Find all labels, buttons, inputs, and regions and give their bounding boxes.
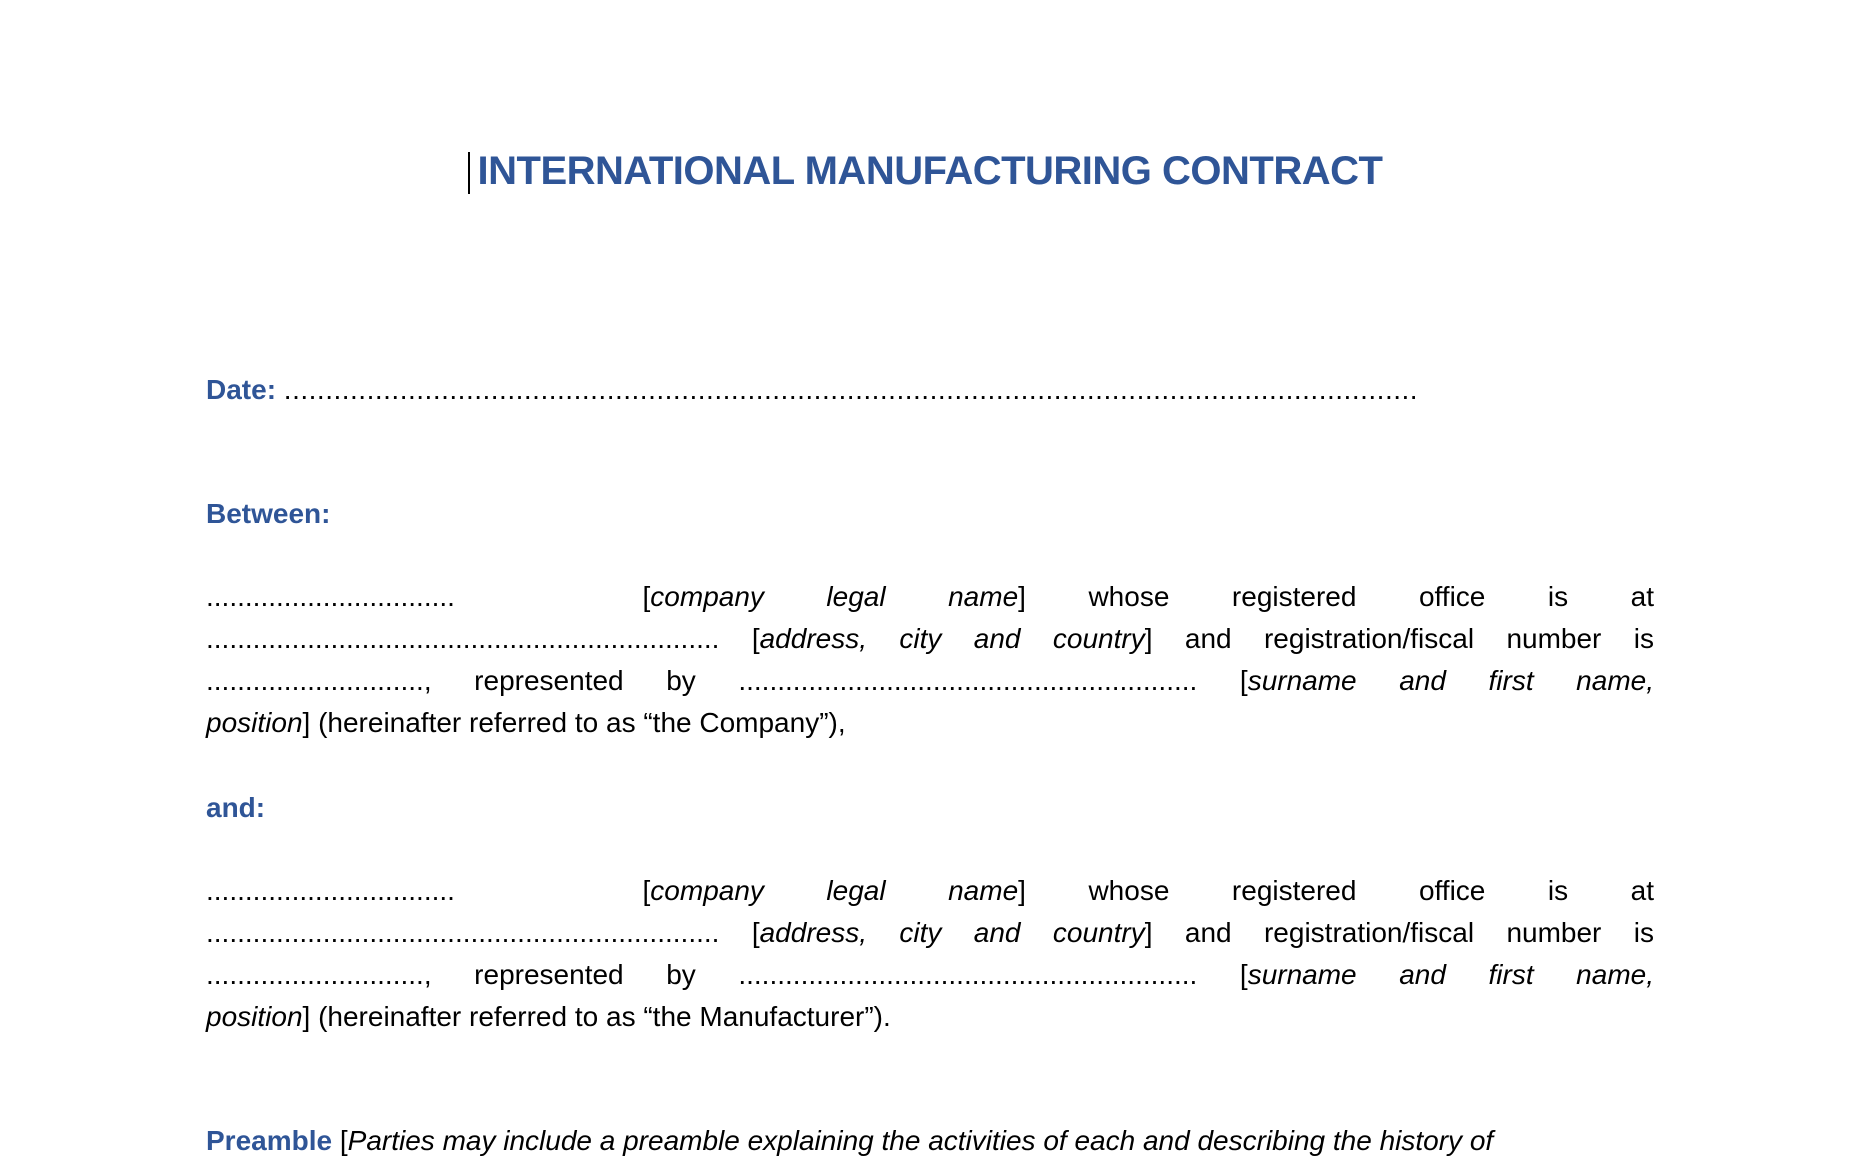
registered-office-text: ] whose registered office is at xyxy=(1018,875,1654,906)
fiscal-number-dots[interactable]: ............................, xyxy=(206,959,432,990)
date-field[interactable]: Date: ..................................… xyxy=(206,372,1526,408)
company-name-dots[interactable]: ................................ xyxy=(206,581,455,612)
company-legal-name-placeholder: company legal name xyxy=(650,875,1019,906)
date-label: Date: xyxy=(206,374,277,405)
surname-placeholder: surname and first name, xyxy=(1247,665,1654,696)
address-dots[interactable]: ........................................… xyxy=(206,917,720,948)
bracket-open: [ xyxy=(719,623,760,654)
represented-by-text: represented by .........................… xyxy=(431,665,1248,696)
registration-text: ] and registration/fiscal number is xyxy=(1144,623,1654,654)
party-manufacturer-line-3: ............................, represente… xyxy=(206,954,1654,996)
fiscal-number-dots[interactable]: ............................, xyxy=(206,665,432,696)
address-placeholder: address, city and country xyxy=(759,917,1145,948)
party-company-paragraph[interactable]: ................................ [compan… xyxy=(206,576,1654,744)
address-dots[interactable]: ........................................… xyxy=(206,623,720,654)
position-placeholder: position xyxy=(206,707,303,738)
text-cursor xyxy=(467,152,470,194)
party-company-line-3: ............................, represente… xyxy=(206,660,1654,702)
address-placeholder: address, city and country xyxy=(759,623,1145,654)
title-container: INTERNATIONAL MANUFACTURING CONTRACT xyxy=(0,146,1854,196)
document-title[interactable]: INTERNATIONAL MANUFACTURING CONTRACT xyxy=(467,146,1383,196)
party-manufacturer-line-2: ........................................… xyxy=(206,912,1654,954)
hereinafter-manufacturer-text: ] (hereinafter referred to as “the Manuf… xyxy=(302,1001,891,1032)
bracket-open: [ xyxy=(719,917,760,948)
date-placeholder-dots[interactable]: ........................................… xyxy=(283,374,1419,405)
surname-placeholder: surname and first name, xyxy=(1247,959,1654,990)
party-manufacturer-line-1: ................................ [compan… xyxy=(206,870,1654,912)
position-placeholder: position xyxy=(206,1001,303,1032)
party-company-line-1: ................................ [compan… xyxy=(206,576,1654,618)
party-company-line-2: ........................................… xyxy=(206,618,1654,660)
document-title-text: INTERNATIONAL MANUFACTURING CONTRACT xyxy=(477,149,1383,193)
bracket-open: [ xyxy=(332,1125,348,1156)
registration-text: ] and registration/fiscal number is xyxy=(1144,917,1654,948)
company-name-dots[interactable]: ................................ xyxy=(206,875,455,906)
registered-office-text: ] whose registered office is at xyxy=(1018,581,1654,612)
bracket-open: [ xyxy=(642,875,651,906)
party-company-line-4: position] (hereinafter referred to as “t… xyxy=(206,702,1654,744)
and-heading: and: xyxy=(206,792,266,823)
party-manufacturer-line-4: position] (hereinafter referred to as “t… xyxy=(206,996,1654,1038)
bracket-open: [ xyxy=(642,581,651,612)
preamble-instruction-text: Parties may include a preamble explainin… xyxy=(347,1125,1494,1156)
preamble-heading: Preamble xyxy=(206,1125,333,1156)
party-manufacturer-paragraph[interactable]: ................................ [compan… xyxy=(206,870,1654,1038)
company-legal-name-placeholder: company legal name xyxy=(650,581,1019,612)
hereinafter-company-text: ] (hereinafter referred to as “the Compa… xyxy=(302,707,846,738)
preamble-paragraph[interactable]: Preamble [Parties may include a preamble… xyxy=(206,1120,1666,1162)
between-heading: Between: xyxy=(206,498,331,529)
represented-by-text: represented by .........................… xyxy=(431,959,1248,990)
